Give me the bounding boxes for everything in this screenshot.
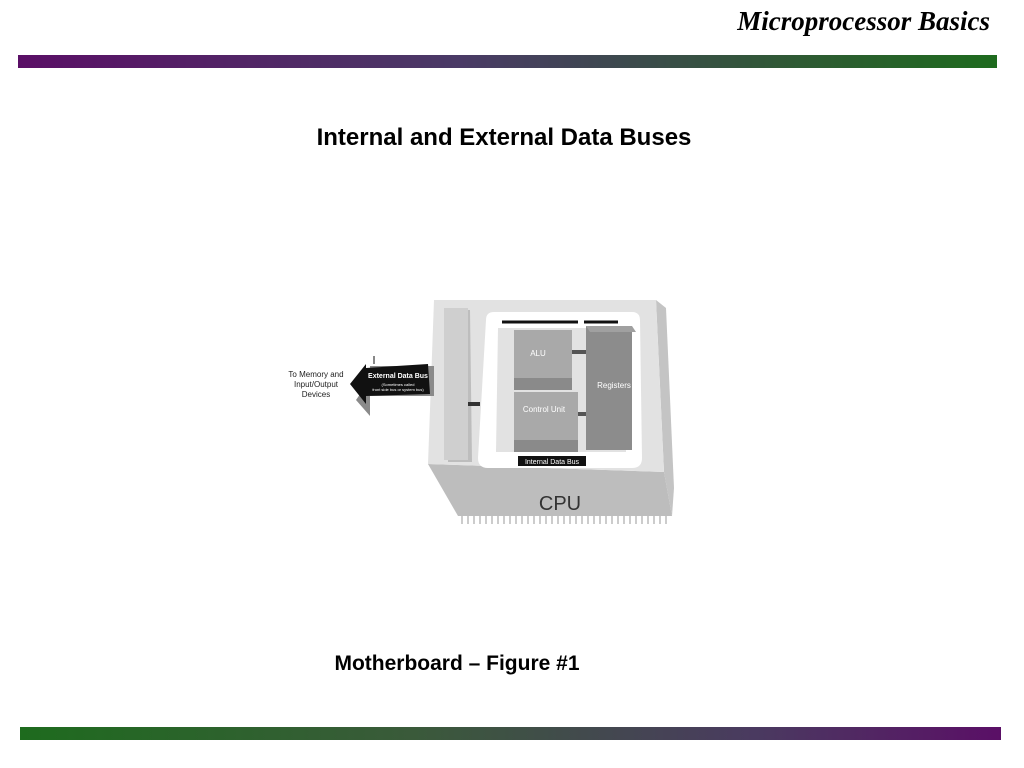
- internal-bus-label-bg: [518, 456, 586, 466]
- cpu-chip-right-side: [656, 300, 674, 516]
- bus-interface-block: [444, 308, 468, 460]
- figure-caption: Motherboard – Figure #1: [334, 652, 580, 675]
- registers-label: Registers: [597, 381, 631, 390]
- slide-header-title: Microprocessor Basics: [737, 6, 990, 36]
- registers-highlight: [586, 326, 636, 332]
- external-bus-arrow: [350, 364, 430, 404]
- registers-block: [586, 326, 632, 450]
- cpu-bus-diagram: CPU ALU Control Unit Registers Internal …: [278, 292, 698, 532]
- alu-label: ALU: [530, 349, 546, 358]
- cpu-chip-bottom-side: [428, 464, 672, 516]
- diagram-svg: CPU ALU Control Unit Registers Internal …: [288, 300, 674, 524]
- internal-bus-label: Internal Data Bus: [525, 459, 580, 466]
- cpu-pins: [461, 516, 667, 524]
- cpu-label: CPU: [539, 493, 581, 515]
- cu-register-link: [578, 412, 588, 416]
- slide-title: Internal and External Data Buses: [316, 124, 692, 151]
- top-decorative-bar: [18, 55, 997, 68]
- alu-register-link: [572, 350, 586, 354]
- external-bus-note-line1: (Sometimes called: [382, 382, 415, 387]
- destination-line1: To Memory and: [288, 370, 343, 379]
- control-unit-block: [514, 392, 578, 440]
- external-bus-label: External Data Bus: [368, 373, 428, 380]
- destination-line2: Input/Output: [294, 380, 339, 389]
- control-unit-shadow: [514, 438, 578, 452]
- control-unit-label: Control Unit: [523, 405, 566, 414]
- destination-line3: Devices: [302, 390, 330, 399]
- bottom-decorative-bar: [20, 727, 1001, 740]
- alu-shadow: [514, 376, 572, 390]
- interface-link: [468, 402, 480, 406]
- alu-block: [514, 330, 572, 378]
- external-bus-note-line2: front side bus or system bus): [372, 387, 424, 392]
